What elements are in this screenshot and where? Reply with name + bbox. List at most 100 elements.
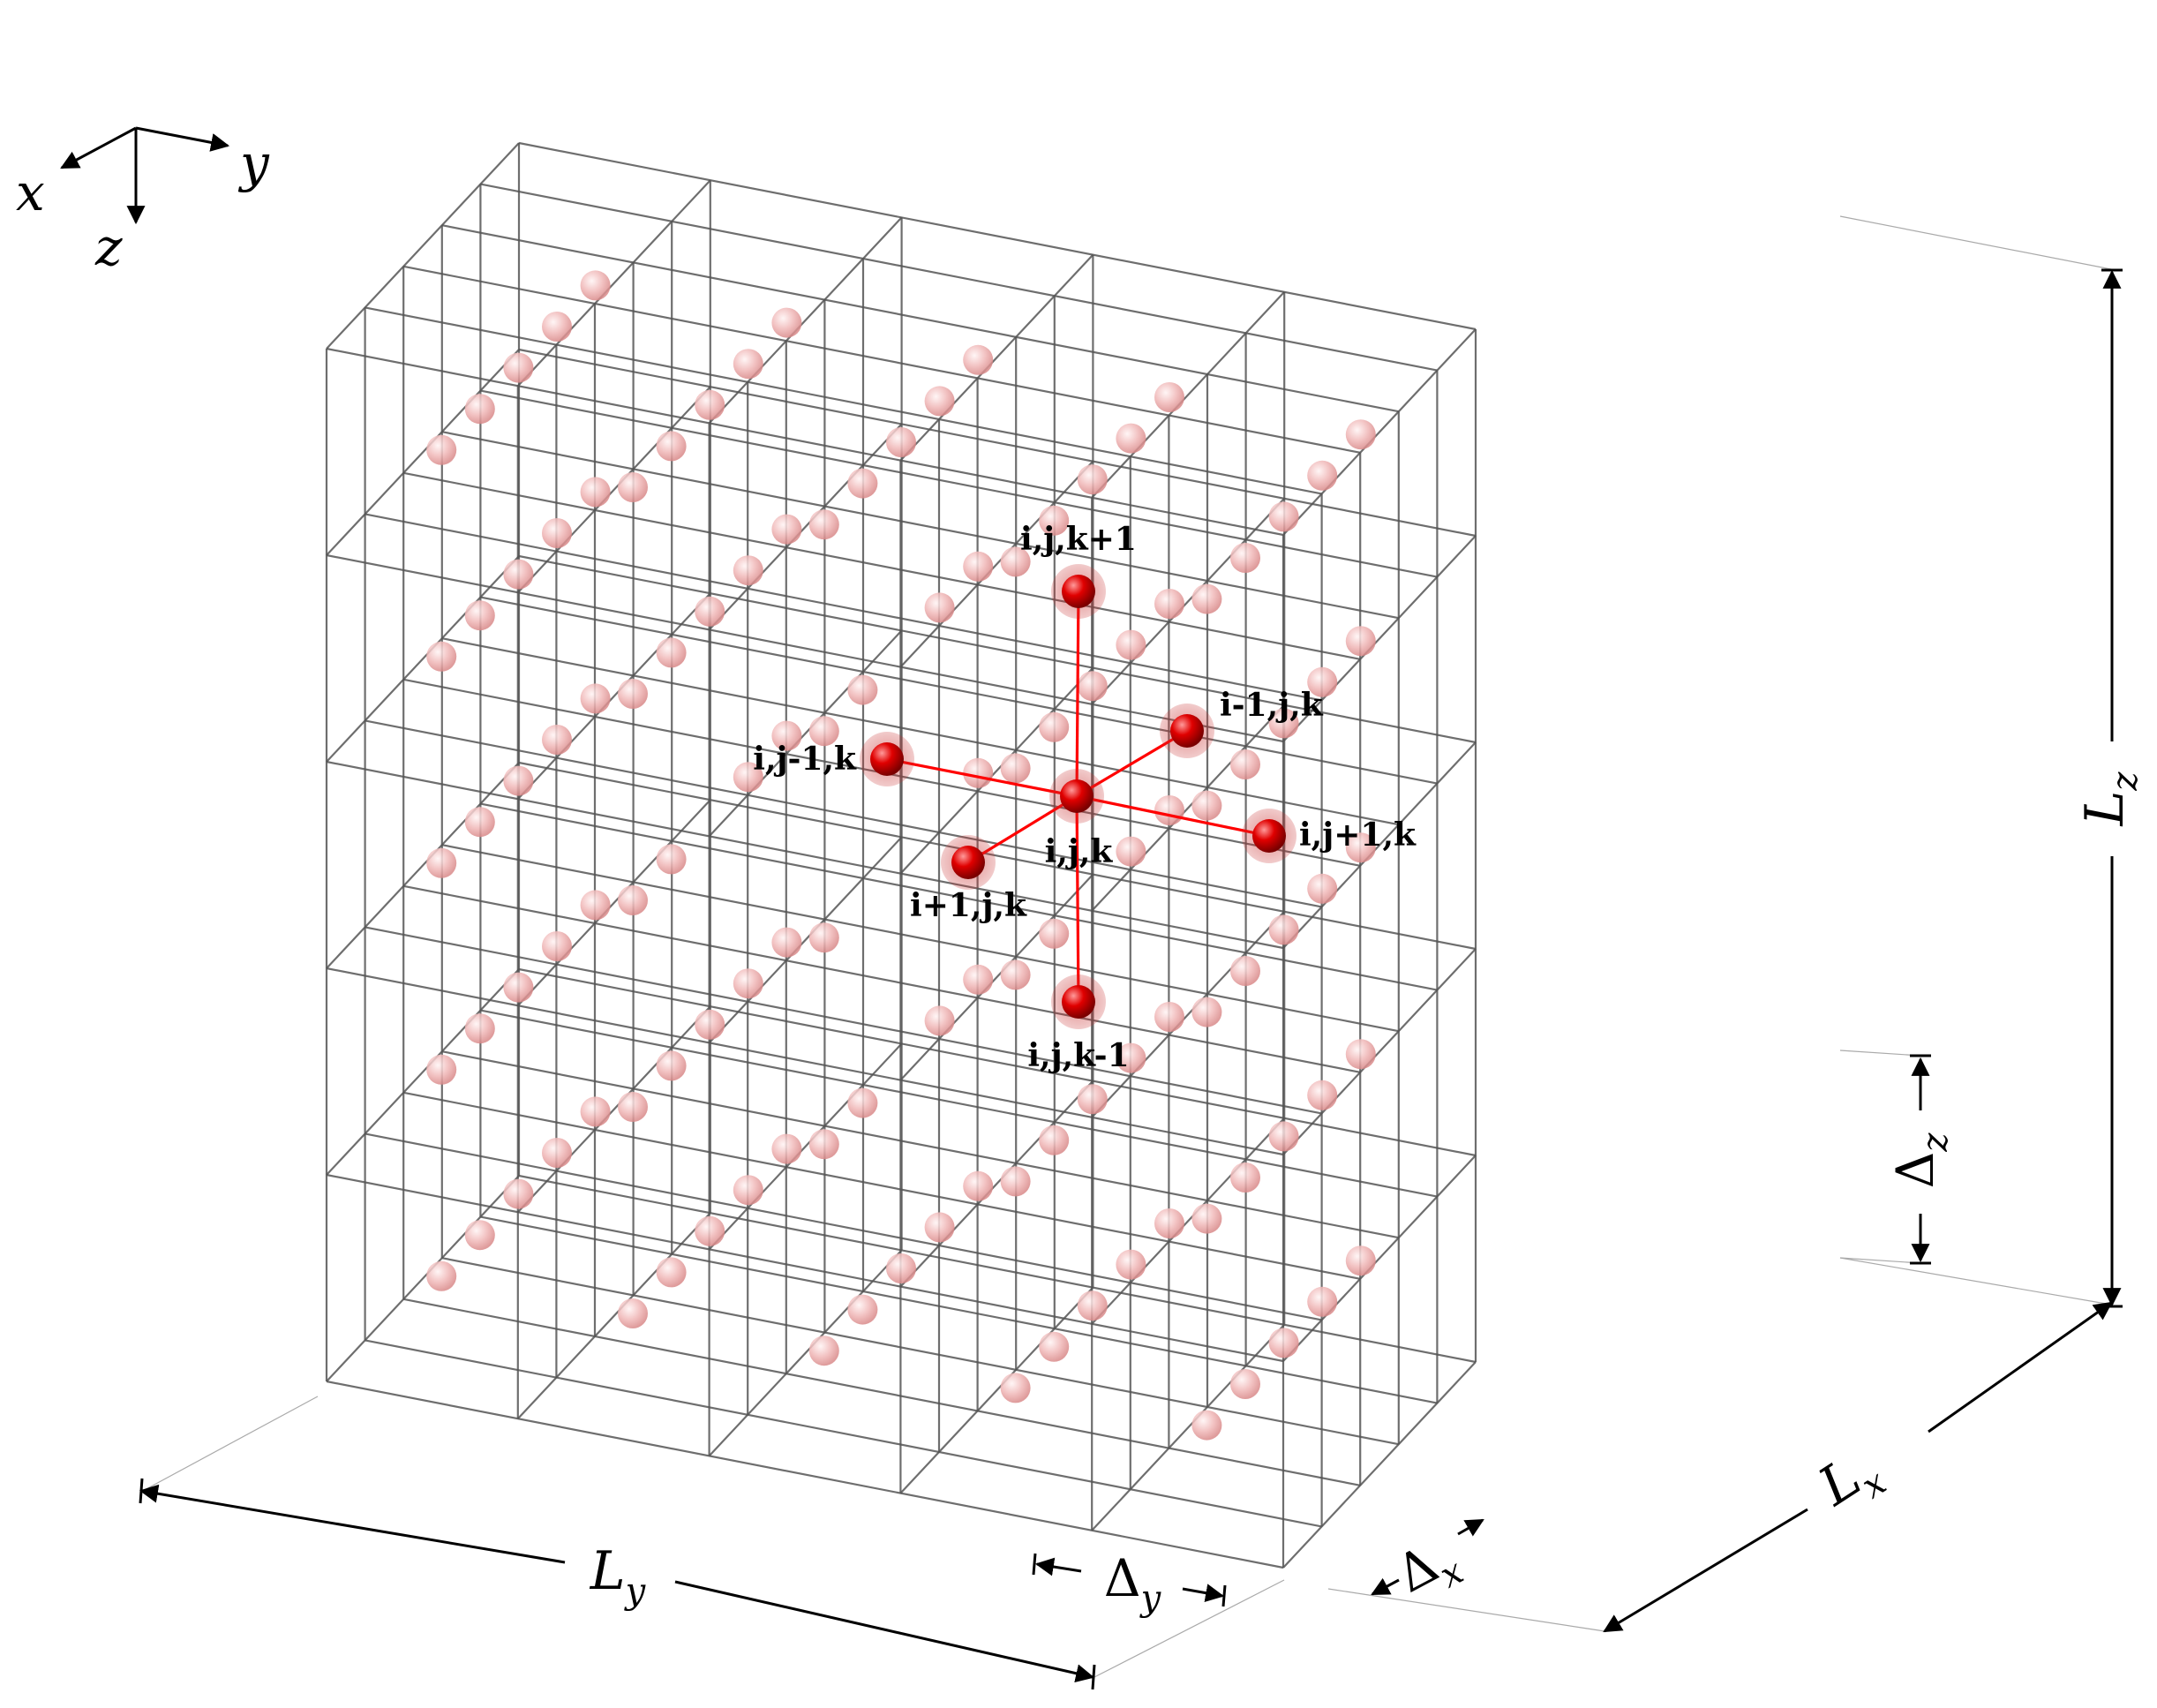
grid-line-x (516, 1212, 711, 1419)
lattice-particle (808, 1129, 839, 1160)
lattice-particle (542, 1138, 572, 1168)
grid-line-x (708, 629, 903, 838)
lattice-particle (847, 1294, 878, 1325)
lattice-particle (733, 762, 763, 793)
lattice-particle (618, 885, 648, 915)
grid-line-y (402, 1091, 1361, 1280)
lattice-particle (808, 509, 839, 540)
lattice-particle (1230, 1162, 1260, 1193)
lattice-particle (426, 434, 457, 465)
grid-line-y (518, 554, 1477, 744)
lattice-particle (733, 555, 763, 586)
lattice-particle (503, 1178, 534, 1209)
lattice-particle (1077, 671, 1108, 702)
lattice-particle (1000, 1166, 1031, 1197)
lattice-particle (542, 931, 572, 961)
grid-line-y (518, 967, 1477, 1157)
lattice-particle (1077, 464, 1108, 495)
grid-line-y (326, 1173, 1284, 1363)
node-left (860, 732, 914, 786)
lattice-particle (1154, 589, 1184, 619)
grid-line-y (365, 926, 1322, 1115)
lattice-particle (503, 765, 534, 796)
grid-line-y (441, 224, 1400, 413)
stencil-link-up (1075, 591, 1080, 797)
lattice-particle (1307, 666, 1338, 697)
lattice-particle (580, 683, 611, 714)
lattice-particle (1268, 708, 1299, 739)
axis-triad: x y z (16, 126, 270, 277)
lattice-particle (808, 1336, 839, 1366)
grid-line-x (516, 799, 711, 1006)
lattice-particle (618, 679, 648, 709)
label-front: i+1,j,k (910, 887, 1027, 924)
lattice-particle (1191, 583, 1222, 614)
grid-line-x (1091, 911, 1286, 1118)
lattice-particle (1116, 836, 1146, 867)
lattice-particle (1345, 1245, 1376, 1276)
dim-dz-label: Δz (1885, 1132, 1956, 1189)
lattice-particle (618, 472, 648, 502)
dimension-extension-line (1094, 1579, 1285, 1678)
lattice-particle (1039, 1331, 1070, 1362)
lattice-particle (1191, 1410, 1222, 1441)
dim-dx-line-high (1457, 1518, 1484, 1537)
grid-line-y (365, 1339, 1322, 1528)
lattice-particle (695, 389, 725, 420)
grid-line-y (402, 265, 1361, 454)
grid-line-x (1282, 1155, 1477, 1362)
lattice-particle (464, 1013, 495, 1044)
grid-line-y (365, 306, 1322, 495)
dim-dy-line-right (1182, 1584, 1225, 1603)
stencil: i,j,k+1 i,j,k-1 i,j-1,k i,j+1,k i-1,j,k … (753, 521, 1417, 1074)
grid-line-y (326, 760, 1284, 950)
lattice-particle (924, 592, 955, 623)
lattice-particle (656, 1257, 687, 1288)
grid-line-y (480, 183, 1438, 372)
grid-line-y (365, 719, 1322, 908)
grid-line-y (326, 967, 1284, 1156)
lattice-particle (580, 477, 611, 508)
lattice-particle (542, 518, 572, 548)
grid-line-y (402, 471, 1361, 660)
grid-line-y (480, 1009, 1438, 1198)
lattice-particle (1154, 382, 1184, 412)
lattice-particle (1307, 1080, 1338, 1110)
grid-line-y (480, 802, 1438, 991)
lattice-particle (1077, 1290, 1108, 1321)
dimension-extension-line (1327, 1588, 1605, 1632)
lattice-particle (503, 559, 534, 590)
lattice-particle (503, 972, 534, 1003)
node-center (1049, 769, 1104, 824)
lattice-particle (1154, 1208, 1184, 1238)
lattice-particle (1116, 1249, 1146, 1280)
axis-y-label: y (237, 133, 270, 193)
dim-ly-line-right (674, 1580, 1095, 1683)
lattice-particle (1345, 419, 1376, 450)
lattice-particle (1116, 1042, 1146, 1073)
dimension-extension-line (1839, 1257, 1921, 1264)
grid-line-y (518, 141, 1477, 331)
grid-line-y (518, 348, 1477, 538)
label-left: i,j-1,k (753, 741, 857, 778)
lattice-particle (1000, 959, 1031, 990)
dimension-extension-line (1839, 1050, 1921, 1057)
lattice-grid (325, 141, 1477, 1569)
axis-x-label: x (16, 162, 45, 222)
node-back (1160, 704, 1214, 758)
lattice-particle (1191, 997, 1222, 1027)
lattice-particle (580, 890, 611, 921)
grid-line-x (1091, 1324, 1286, 1531)
label-back: i-1,j,k (1220, 687, 1324, 724)
axis-x-arrow (60, 126, 137, 169)
label-center: i,j,k (1045, 833, 1114, 870)
grid-line-x (516, 386, 711, 593)
lattice-particles (426, 270, 1376, 1441)
lattice-particle (695, 1009, 725, 1040)
lattice-particle (1307, 873, 1338, 904)
lattice-particle (733, 968, 763, 999)
lattice-particle (963, 964, 994, 995)
grid-line-x (1091, 704, 1286, 912)
lattice-particle (1039, 711, 1070, 742)
